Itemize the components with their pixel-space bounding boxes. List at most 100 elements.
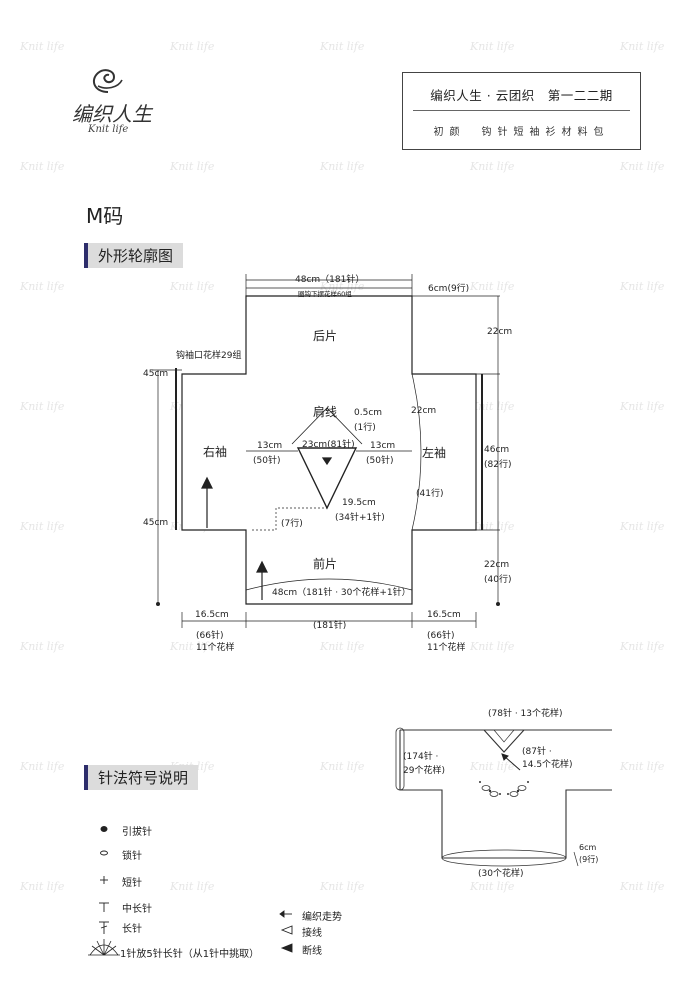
top-right-label: 6cm(9行): [428, 284, 470, 294]
bottom-right-stitches: (66针): [427, 631, 455, 641]
watermark-text: Knit life: [170, 400, 215, 413]
detail-bottom-label: (30个花样): [478, 869, 524, 879]
legend-chain-stitch: 锁针: [122, 851, 142, 862]
brand-logo-subtitle: Knit life: [88, 124, 129, 135]
brand-logo-text: 编织人生: [72, 102, 152, 126]
detail-left-line1: (174针 ·: [403, 752, 439, 762]
right-sleeve-label: 右袖: [203, 445, 228, 459]
brand-logo-icon: [92, 69, 123, 93]
right-41-rows: (41行): [416, 489, 444, 499]
legend-join-yarn: 接线: [302, 928, 322, 939]
left-sleeve-label: 左袖: [422, 446, 447, 460]
watermark-text: Knit life: [170, 520, 215, 533]
watermark-text: Knit life: [170, 640, 215, 653]
watermark-text: Knit life: [20, 880, 65, 893]
title-divider: [413, 110, 630, 111]
issue-title: 编织人生 · 云团织 第一二二期: [430, 88, 613, 103]
watermark-text: Knit life: [320, 760, 365, 773]
legend-fan-stitch: 1针放5针长针（从1针中挑取）: [120, 949, 260, 960]
watermark-text: Knit life: [620, 40, 665, 53]
legend-cut-yarn: 断线: [302, 946, 322, 957]
watermark-text: Knit life: [20, 640, 65, 653]
watermark-text: Knit life: [20, 280, 65, 293]
watermark-text: Knit life: [20, 160, 65, 173]
size-label: M码: [86, 204, 124, 228]
legend-double-crochet: 长针: [122, 924, 142, 935]
watermark-text: Knit life: [320, 160, 365, 173]
back-piece-label: 后片: [313, 329, 338, 343]
left-50-stitches: (50针): [253, 456, 281, 466]
watermark-text: Knit life: [320, 280, 365, 293]
watermark-text: Knit life: [20, 520, 65, 533]
watermark-text: Knit life: [320, 640, 365, 653]
right-22-top: 22cm: [487, 327, 513, 337]
detail-top-label: (78针 · 13个花样): [488, 709, 563, 719]
watermark-text: Knit life: [620, 400, 665, 413]
neck-1-row: (1行): [354, 423, 376, 433]
bottom-left-cm: 16.5cm: [195, 610, 229, 620]
bottom-width: 48cm（181针 · 30个花样+1针）: [272, 588, 411, 598]
bottom-right-cm: 16.5cm: [427, 610, 461, 620]
bottom-mid-stitches: (181针): [313, 621, 347, 631]
right-13cm: 13cm: [370, 441, 396, 451]
watermark-text: Knit life: [620, 640, 665, 653]
neck-depth: 19.5cm: [342, 498, 376, 508]
watermark-text: Knit life: [170, 40, 215, 53]
watermark-text: Knit life: [620, 880, 665, 893]
detail-left-line2: 29个花样): [403, 766, 445, 776]
watermark-text: Knit life: [620, 520, 665, 533]
watermark-text: Knit life: [470, 280, 515, 293]
watermark-text: Knit life: [320, 40, 365, 53]
watermark-text: Knit life: [470, 520, 515, 533]
watermark-text: Knit life: [470, 880, 515, 893]
watermark-text: Knit life: [170, 280, 215, 293]
height-45-bottom: 45cm: [143, 518, 169, 528]
watermark-text: Knit life: [470, 160, 515, 173]
watermark-text: Knit life: [320, 880, 365, 893]
detail-side-cm: 6cm: [579, 843, 597, 852]
watermark-text: Knit life: [20, 760, 65, 773]
watermark-text: Knit life: [170, 160, 215, 173]
sleeve-cuff-note: 钩袖口花样29组: [176, 351, 242, 361]
right-22-mid: 22cm: [411, 406, 437, 416]
detail-right-line2: 14.5个花样): [522, 760, 573, 770]
legend-direction: 编织走势: [302, 912, 342, 923]
neck-stitches: (34针+1针): [335, 513, 385, 523]
height-45-top: 45cm: [143, 369, 169, 379]
watermark-text: Knit life: [20, 40, 65, 53]
bottom-right-patterns: 11个花样: [427, 643, 466, 653]
watermark-text: Knit life: [620, 280, 665, 293]
right-40-rows: (40行): [484, 575, 512, 585]
detail-side-rows: (9行): [579, 855, 599, 864]
front-piece-label: 前片: [313, 557, 338, 571]
right-22-bottom: 22cm: [484, 560, 510, 570]
top-width-label: 48cm（181针）: [295, 275, 365, 285]
watermark-text: Knit life: [20, 400, 65, 413]
watermark-text: Knit life: [620, 760, 665, 773]
watermark-text: Knit life: [620, 160, 665, 173]
neck-width: 23cm(81针): [302, 440, 355, 450]
watermark-text: Knit life: [470, 400, 515, 413]
right-46: 46cm: [484, 445, 510, 455]
watermark-text: Knit life: [470, 640, 515, 653]
bottom-left-stitches: (66针): [196, 631, 224, 641]
right-50-stitches: (50针): [366, 456, 394, 466]
issue-subtitle: 初颜 钩针短袖衫材料包: [433, 127, 610, 138]
legend-half-double: 中长针: [122, 904, 152, 915]
detail-right-line1: (87针 ·: [522, 747, 552, 757]
bottom-left-patterns: 11个花样: [196, 643, 235, 653]
legend-single-crochet: 短针: [122, 878, 142, 889]
legend-slip-stitch: 引拔针: [122, 827, 152, 838]
rows-7: (7行): [281, 519, 303, 529]
top-hem-note: 圈钩下摆花样60组: [298, 290, 352, 298]
watermark-text: Knit life: [170, 880, 215, 893]
section-outline-label: 外形轮廓图: [84, 243, 184, 268]
right-82-rows: (82行): [484, 460, 512, 470]
watermark-text: Knit life: [470, 40, 515, 53]
issue-title-box: 编织人生 · 云团织 第一二二期 初颜 钩针短袖衫材料包: [402, 72, 641, 150]
watermark-text: Knit life: [470, 760, 515, 773]
section-symbols-label: 针法符号说明: [84, 765, 199, 790]
left-13cm: 13cm: [257, 441, 283, 451]
shoulder-line-label: 肩线: [313, 405, 338, 419]
neck-05cm: 0.5cm: [354, 408, 383, 418]
